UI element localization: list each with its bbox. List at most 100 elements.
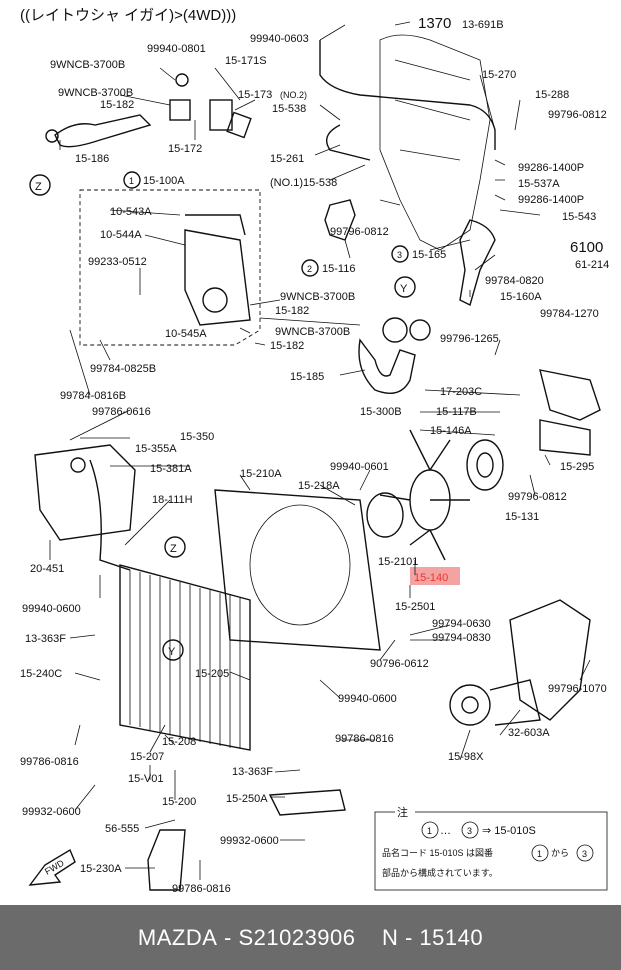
- label-15-288[interactable]: 15-288: [535, 89, 569, 101]
- label-18-111H[interactable]: 18-111H: [152, 494, 193, 506]
- label-15-207[interactable]: 15-207: [130, 751, 164, 763]
- label-15-543[interactable]: 15-543: [562, 211, 596, 223]
- svg-text:1: 1: [129, 176, 134, 186]
- svg-text:…: …: [440, 825, 451, 837]
- label-15-2501[interactable]: 15-2501: [395, 601, 435, 613]
- label-99940-0600-b[interactable]: 99940-0600: [338, 693, 397, 705]
- label-15-V01[interactable]: 15-V01: [128, 773, 163, 785]
- label-99796-0812-c[interactable]: 99796-0812: [508, 491, 567, 503]
- label-9WNCB-3700B-c[interactable]: 9WNCB-3700B: [280, 291, 355, 303]
- label-99796-0812-a[interactable]: 99796-0812: [548, 109, 607, 121]
- lower-hose: [358, 338, 416, 394]
- label-99940-0801[interactable]: 99940-0801: [147, 43, 206, 55]
- label-15-160A[interactable]: 15-160A: [500, 291, 542, 303]
- label-15-100A[interactable]: 15-100A: [143, 175, 185, 187]
- label-90796-0612[interactable]: 90796-0612: [370, 658, 429, 670]
- label-15-171S[interactable]: 15-171S: [225, 55, 267, 67]
- label-15-116[interactable]: 15-116: [322, 263, 355, 275]
- label-99786-0816-b[interactable]: 99786-0816: [335, 733, 394, 745]
- label-15-537A[interactable]: 15-537A: [518, 178, 560, 190]
- label-99784-0825B[interactable]: 99784-0825B: [90, 363, 156, 375]
- label-99784-0820[interactable]: 99784-0820: [485, 275, 544, 287]
- radiator: [119, 564, 251, 751]
- label-15-131[interactable]: 15-131: [505, 511, 539, 523]
- label-15-355A[interactable]: 15-355A: [135, 443, 177, 455]
- label-99932-0600-a[interactable]: 99932-0600: [22, 806, 81, 818]
- reservoir-hose: [89, 459, 131, 571]
- label-15-173[interactable]: 15-173: [238, 89, 272, 101]
- svg-text:1: 1: [537, 849, 542, 859]
- label-15-182-a[interactable]: 15-182: [100, 99, 134, 111]
- label-99794-0630[interactable]: 99794-0630: [432, 618, 491, 630]
- label-15-165[interactable]: 15-165: [412, 249, 446, 261]
- label-13-691B[interactable]: 13-691B: [462, 19, 504, 31]
- label-9WNCB-3700B-a[interactable]: 9WNCB-3700B: [50, 59, 125, 71]
- label-15-350[interactable]: 15-350: [180, 431, 214, 443]
- label-15-146A[interactable]: 15-146A: [430, 425, 472, 437]
- mount-bracket: [268, 789, 346, 816]
- label-15-381A[interactable]: 15-381A: [150, 463, 192, 475]
- label-15-208[interactable]: 15-208: [162, 736, 196, 748]
- label-15-117B[interactable]: 15-117B: [436, 406, 477, 418]
- label-15-182-c[interactable]: 15-182: [270, 340, 304, 352]
- label-15-538-b[interactable]: (NO.1)15-538: [270, 177, 337, 189]
- label-99784-0816B[interactable]: 99784-0816B: [60, 390, 126, 402]
- label-10-543A[interactable]: 10-543A: [110, 206, 152, 218]
- label-10-544A[interactable]: 10-544A: [100, 229, 142, 241]
- label-99940-0603[interactable]: 99940-0603: [250, 33, 309, 45]
- label-61-214[interactable]: 61-214: [575, 259, 609, 271]
- pulley-bracket: [539, 369, 601, 456]
- label-56-555[interactable]: 56-555: [105, 823, 139, 835]
- water-inlet: [459, 219, 496, 307]
- label-99794-0830[interactable]: 99794-0830: [432, 632, 491, 644]
- label-15-200[interactable]: 15-200: [162, 796, 196, 808]
- label-99932-0600-b[interactable]: 99932-0600: [220, 835, 279, 847]
- label-15-185[interactable]: 15-185: [290, 371, 324, 383]
- label-15-270[interactable]: 15-270: [482, 69, 516, 81]
- label-99286-1400P-b[interactable]: 99286-1400P: [518, 194, 584, 206]
- label-99786-0816-c[interactable]: 99786-0816: [172, 883, 231, 895]
- label-15-250A[interactable]: 15-250A: [226, 793, 268, 805]
- label-20-451[interactable]: 20-451: [30, 563, 64, 575]
- label-15-172[interactable]: 15-172: [168, 143, 202, 155]
- label-32-603A[interactable]: 32-603A: [508, 727, 550, 739]
- label-99233-0512[interactable]: 99233-0512: [88, 256, 147, 268]
- label-99786-0816-a[interactable]: 99786-0816: [20, 756, 79, 768]
- svg-text:3: 3: [467, 826, 472, 836]
- label-15-2101[interactable]: 15-2101: [378, 556, 418, 568]
- label-17-203C[interactable]: 17-203C: [440, 386, 482, 398]
- label-15-261[interactable]: 15-261: [270, 153, 304, 165]
- label-99784-1270[interactable]: 99784-1270: [540, 308, 599, 320]
- label-99786-0616[interactable]: 99786-0616: [92, 406, 151, 418]
- label-13-363F-a[interactable]: 13-363F: [25, 633, 66, 645]
- label-99796-1070[interactable]: 99796-1070: [548, 683, 607, 695]
- label-15-240C[interactable]: 15-240C: [20, 668, 62, 680]
- footer-bar: MAZDA - S21023906 N - 15140: [0, 905, 621, 970]
- label-15-210A[interactable]: 15-210A: [240, 468, 282, 480]
- label-15-186[interactable]: 15-186: [75, 153, 109, 165]
- label-99940-0600-a[interactable]: 99940-0600: [22, 603, 81, 615]
- label-15-230A[interactable]: 15-230A: [80, 863, 122, 875]
- label-99796-1265[interactable]: 99796-1265: [440, 333, 499, 345]
- label-99286-1400P-a[interactable]: 99286-1400P: [518, 162, 584, 174]
- label-13-363F-b[interactable]: 13-363F: [232, 766, 273, 778]
- label-15-140[interactable]: 15-140: [414, 572, 448, 584]
- label-15-205[interactable]: 15-205: [195, 668, 229, 680]
- label-15-182-b[interactable]: 15-182: [275, 305, 309, 317]
- svg-text:Z: Z: [170, 543, 177, 555]
- callout-z-mid: [164, 536, 186, 558]
- label-15-295[interactable]: 15-295: [560, 461, 594, 473]
- label-9WNCB-3700B-d[interactable]: 9WNCB-3700B: [275, 326, 350, 338]
- label-10-545A[interactable]: 10-545A: [165, 328, 207, 340]
- label-15-538-a[interactable]: 15-538: [272, 103, 306, 115]
- highlighted-part-box[interactable]: [410, 567, 460, 585]
- label-99796-0812-b[interactable]: 99796-0812: [330, 226, 389, 238]
- label-6100[interactable]: 6100: [570, 239, 603, 256]
- label-15-98X[interactable]: 15-98X: [448, 751, 484, 763]
- label-1370[interactable]: 1370: [418, 15, 451, 32]
- label-15-218A[interactable]: 15-218A: [298, 480, 340, 492]
- label-9WNCB-3700B-b[interactable]: 9WNCB-3700B: [58, 87, 133, 99]
- svg-text:3: 3: [397, 250, 402, 260]
- label-15-300B[interactable]: 15-300B: [360, 406, 402, 418]
- label-99940-0601[interactable]: 99940-0601: [330, 461, 389, 473]
